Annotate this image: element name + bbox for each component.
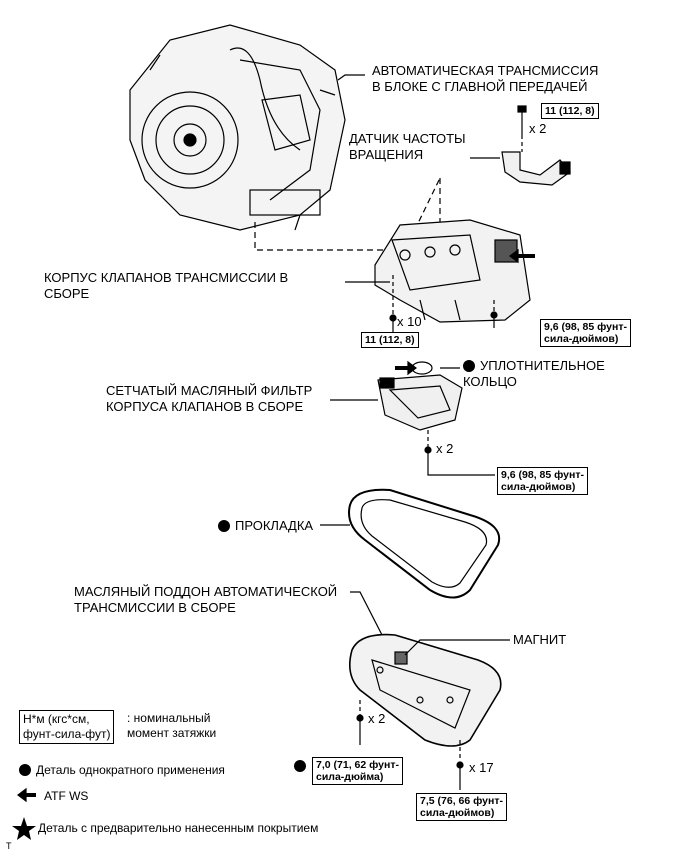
torque-sensor-bolt: 11 (112, 8): [541, 103, 599, 119]
label-valve-body: КОРПУС КЛАПАНОВ ТРАНСМИССИИ В СБОРЕ: [44, 270, 289, 301]
qty-valve-body: x 10: [397, 314, 422, 329]
torque-valve-body-bolt: 11 (112, 8): [361, 332, 419, 348]
qty-strainer: x 2: [436, 441, 454, 456]
label-speed-sensor: ДАТЧИК ЧАСТОТЫ ВРАЩЕНИЯ: [349, 131, 466, 162]
torque-pan-bolt-a: 7,0 (71, 62 фунт- сила-дюйма): [312, 757, 403, 785]
valve-body-drawing: [374, 219, 531, 323]
star-icon: [12, 817, 36, 840]
non-reusable-dot-icon: [463, 360, 475, 372]
non-reusable-dot-icon: [19, 764, 31, 776]
legend-non-reusable: Деталь однократного применения: [19, 762, 225, 778]
gasket-drawing: [348, 488, 501, 599]
torque-strainer-bolt: 9,6 (98, 85 фунт- сила-дюймов): [497, 467, 588, 495]
oil-pan-drawing: [349, 633, 502, 747]
torque-pan-bolt-b: 7,5 (76, 66 фунт- сила-дюймов): [416, 793, 507, 821]
strainer-drawing: [377, 374, 463, 431]
legend-torque-box: Н*м (кгс*см, фунт-сила-фут): [19, 710, 115, 744]
transmission-drawing: [129, 24, 346, 231]
label-strainer: СЕТЧАТЫЙ МАСЛЯНЫЙ ФИЛЬТР КОРПУСА КЛАПАНО…: [106, 383, 313, 414]
qty-pan-a: x 2: [368, 711, 386, 726]
qty-sensor: x 2: [529, 121, 547, 136]
footer-mark: T: [6, 841, 12, 851]
legend-atf: ATF WS: [44, 789, 89, 803]
label-oil-pan: МАСЛЯНЫЙ ПОДДОН АВТОМАТИЧЕСКОЙ ТРАНСМИСС…: [74, 584, 338, 615]
non-reusable-dot-icon: [294, 760, 306, 772]
legend-precoated: Деталь с предварительно нанесенным покры…: [38, 821, 319, 835]
qty-pan-b: x 17: [469, 760, 494, 775]
speed-sensor-drawing: [470, 105, 571, 186]
non-reusable-dot-icon: [218, 520, 230, 532]
torque-valve-body-small: 9,6 (98, 85 фунт- сила-дюймов): [540, 319, 631, 347]
label-magnet: МАГНИТ: [513, 632, 567, 647]
label-gasket: ПРОКЛАДКА: [218, 518, 313, 534]
legend-torque-desc: : номинальный момент затяжки: [127, 711, 217, 740]
pan-a-non-reusable: [294, 758, 311, 774]
label-transmission: АВТОМАТИЧЕСКАЯ ТРАНСМИССИЯ В БЛОКЕ С ГЛА…: [372, 63, 599, 94]
label-o-ring: УПЛОТНИТЕЛЬНОЕ КОЛЬЦО: [463, 358, 605, 389]
